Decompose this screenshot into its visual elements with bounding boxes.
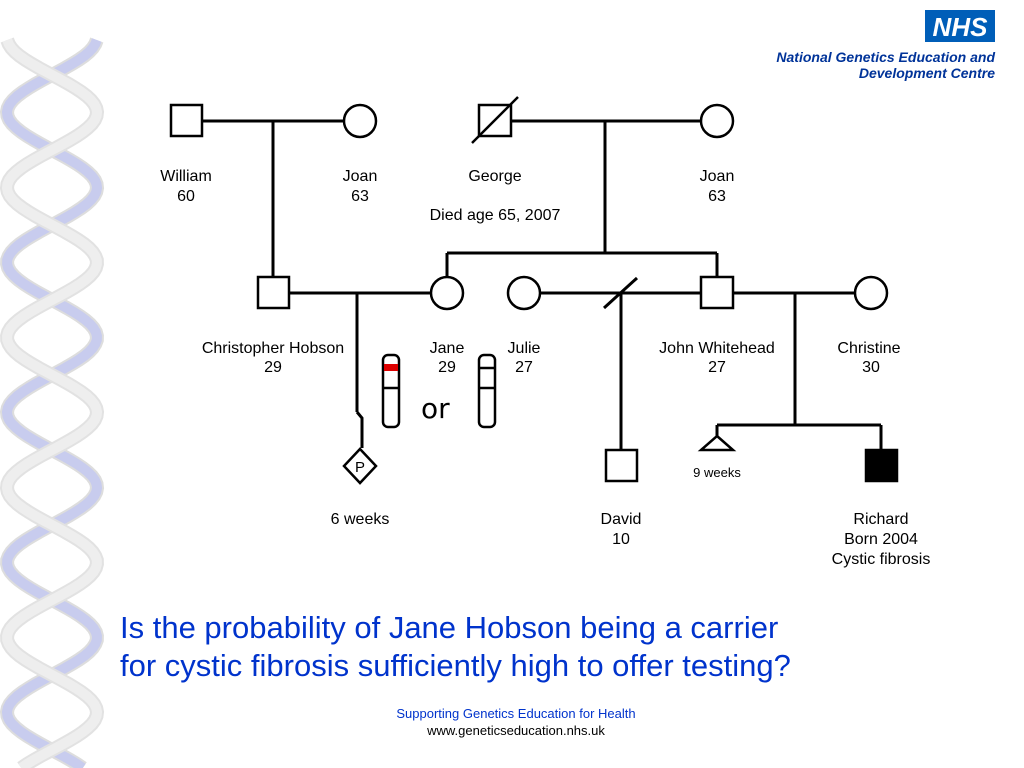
pedigree-lines: [202, 119, 883, 450]
dna-strand: [1, 38, 103, 768]
william-age: 60: [177, 188, 195, 205]
richard-symbol-affected: [864, 448, 899, 483]
joan-right-name: Joan: [700, 168, 735, 185]
christine-symbol: [853, 275, 889, 311]
christine-name: Christine: [837, 340, 900, 357]
dna-strand: [1, 38, 103, 768]
julie-symbol: [506, 275, 542, 311]
john-symbol: [699, 275, 735, 310]
john-age: 27: [708, 359, 726, 376]
christine-age: 30: [862, 359, 880, 376]
jane-symbol: [429, 275, 465, 311]
david-symbol: [604, 448, 639, 483]
dna-helix-decoration: [0, 37, 105, 768]
noncarrier-chromosome-icon: [477, 353, 497, 429]
george-symbol-deceased: [471, 96, 519, 144]
william-symbol: [169, 103, 204, 138]
nhs-logo-text: NHS: [933, 12, 989, 42]
joan-right-symbol: [699, 103, 735, 139]
joan-right-age: 63: [708, 188, 726, 205]
joan-left-age: 63: [351, 188, 369, 205]
footer-tagline: Supporting Genetics Education for Health: [396, 706, 635, 721]
george-death-note: Died age 65, 2007: [430, 207, 561, 224]
joan-left-symbol: [342, 103, 378, 139]
william-name: William: [160, 168, 212, 185]
george-name: George: [468, 168, 521, 185]
julie-age: 27: [515, 359, 533, 376]
pregnancy-label: 6 weeks: [331, 511, 390, 528]
question-line2: for cystic fibrosis sufficiently high to…: [120, 648, 791, 683]
miscarriage-label: 9 weeks: [693, 465, 741, 480]
org-name-line1: National Genetics Education and: [776, 49, 995, 65]
carrier-chromosome-icon: [381, 353, 401, 429]
christopher-age: 29: [264, 359, 282, 376]
miscarriage-symbol: [697, 434, 737, 452]
richard-born: Born 2004: [844, 531, 918, 548]
john-name: John Whitehead: [659, 340, 775, 357]
jane-name: Jane: [430, 340, 465, 357]
david-age: 10: [612, 531, 630, 548]
jane-age: 29: [438, 359, 456, 376]
richard-condition: Cystic fibrosis: [832, 551, 931, 568]
footer-url[interactable]: www.geneticseducation.nhs.uk: [426, 723, 605, 738]
nhs-logo: NHS: [925, 10, 995, 42]
richard-name: Richard: [853, 511, 908, 528]
joan-left-name: Joan: [343, 168, 378, 185]
christopher-symbol: [256, 275, 291, 310]
pregnancy-letter: P: [355, 459, 365, 476]
question-line1: Is the probability of Jane Hobson being …: [120, 610, 778, 645]
separation-mark: [602, 276, 639, 310]
org-name-line2: Development Centre: [859, 65, 995, 81]
pregnancy-symbol: P: [342, 447, 378, 485]
david-name: David: [601, 511, 642, 528]
chromosome-or-label: or: [421, 392, 450, 425]
julie-name: Julie: [508, 340, 541, 357]
christopher-name: Christopher Hobson: [202, 340, 344, 357]
